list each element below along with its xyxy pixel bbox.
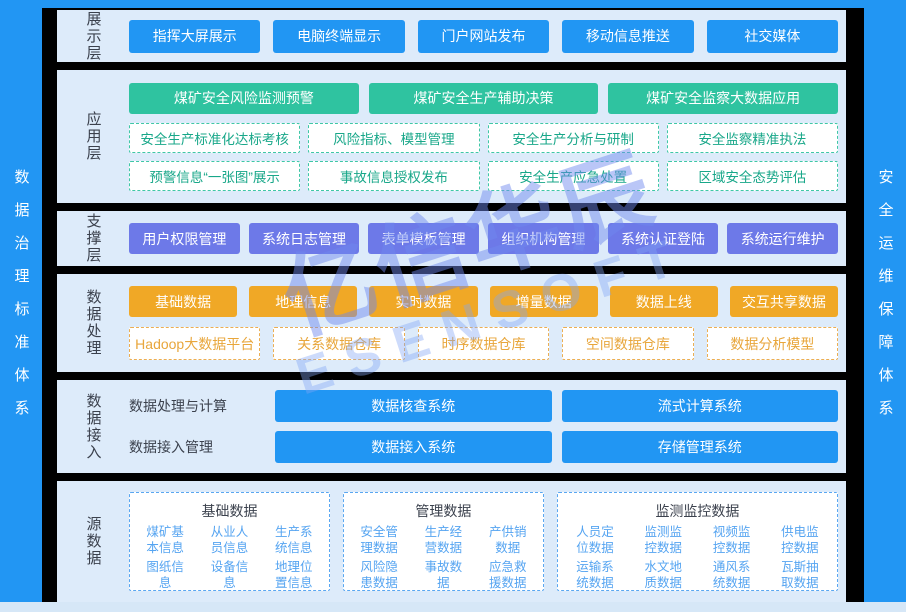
source-item-drawing-info: 图纸信息 [146, 559, 184, 590]
proc-module-timeseries-warehouse: 时序数据仓库 [417, 327, 550, 360]
source-layer-row: 源数据 基础数据 煤矿基本信息 从业人员信息 生产系统信息 图纸信息 设备信息 … [57, 481, 846, 602]
support-layer-row: 支撑层 用户权限管理 系统日志管理 表单模板管理 组织机构管理 系统认证登陆 系… [57, 211, 846, 266]
display-layer-label: 展示层 [84, 10, 102, 62]
display-btn-mobile-push[interactable]: 移动信息推送 [562, 19, 694, 53]
processing-layer-row: 数据处理 基础数据 地理信息 实时数据 增量数据 数据上线 交互共享数据 Had… [57, 274, 846, 372]
processing-layer-label: 数据处理 [84, 289, 102, 357]
source-item-equipment-info: 设备信息 [210, 559, 249, 590]
application-layer-row: 应用层 煤矿安全风险监测预警 煤矿安全生产辅助决策 煤矿安全监察大数据应用 安全… [57, 70, 846, 203]
access-btn-data-check-system[interactable]: 数据核查系统 [275, 390, 552, 422]
support-btn-system-log[interactable]: 系统日志管理 [248, 223, 360, 254]
support-btn-operation-maintain[interactable]: 系统运行维护 [727, 223, 839, 254]
left-sidebar-label: 数据治理标准体系 [12, 169, 30, 433]
proc-module-hadoop-platform: Hadoop大数据平台 [129, 327, 261, 360]
access-layer-row: 数据接入 数据处理与计算 数据核查系统 流式计算系统 数据接入管理 数据接入系统… [57, 380, 846, 473]
app-btn-supervision-bigdata[interactable]: 煤矿安全监察大数据应用 [608, 82, 839, 114]
display-layer-row: 展示层 指挥大屏展示 电脑终端显示 门户网站发布 移动信息推送 社交媒体 [57, 10, 846, 62]
support-btn-form-template[interactable]: 表单模板管理 [368, 223, 480, 254]
source-item-ventilation-system-data: 通风系统数据 [712, 559, 751, 590]
access-layer-label-wrap: 数据接入 [57, 380, 129, 473]
display-btn-command-screen[interactable]: 指挥大屏展示 [129, 19, 261, 53]
support-btn-organization[interactable]: 组织机构管理 [488, 223, 599, 254]
source-item-gas-extraction-data: 瓦斯抽取数据 [781, 559, 819, 590]
access-layer-label: 数据接入 [84, 392, 102, 461]
proc-module-spatial-warehouse: 空间数据仓库 [562, 327, 694, 360]
access-btn-data-ingest-system[interactable]: 数据接入系统 [275, 431, 552, 463]
source-item-transport-system-data: 运输系统数据 [576, 559, 614, 590]
application-layer-label: 应用层 [84, 111, 102, 162]
source-layer-label: 源数据 [84, 516, 102, 567]
proc-btn-data-online[interactable]: 数据上线 [609, 286, 718, 317]
source-group-management: 管理数据 安全管理数据 生产经营数据 产供销数据 风险隐患数据 事故数据 应急救… [342, 492, 544, 591]
bottom-frame-strip [0, 602, 906, 612]
app-module-regional-evaluation: 区域安全态势评估 [666, 160, 838, 191]
source-item-operation-data: 生产经营数据 [424, 525, 463, 556]
application-layer-label-wrap: 应用层 [57, 70, 129, 203]
app-module-standard-assessment: 安全生产标准化达标考核 [129, 122, 301, 153]
source-item-safety-mgmt-data: 安全管理数据 [360, 525, 398, 556]
source-item-employee-info: 从业人员信息 [210, 525, 249, 556]
source-item-power-monitoring-data: 供电监控数据 [781, 525, 819, 556]
proc-btn-shared-data[interactable]: 交互共享数据 [729, 286, 839, 317]
source-item-monitoring-data: 监测监控数据 [644, 525, 683, 556]
source-item-accident-data: 事故数据 [424, 559, 463, 590]
app-module-accident-release: 事故信息授权发布 [308, 160, 480, 191]
support-btn-auth-login[interactable]: 系统认证登陆 [607, 223, 719, 254]
display-layer-label-wrap: 展示层 [57, 10, 129, 62]
source-item-personnel-location-data: 人员定位数据 [576, 525, 614, 556]
app-module-precise-enforcement: 安全监察精准执法 [666, 122, 838, 153]
access-row-label-ingest: 数据接入管理 [129, 439, 213, 455]
source-group-basic-title: 基础数据 [201, 503, 258, 519]
source-item-geolocation-info: 地理位置信息 [275, 559, 313, 590]
source-group-monitoring-title: 监测监控数据 [655, 503, 740, 519]
proc-btn-realtime-data[interactable]: 实时数据 [369, 286, 478, 317]
right-sidebar: 安全运维保障体系 [864, 0, 906, 602]
app-btn-risk-monitor-warning[interactable]: 煤矿安全风险监测预警 [129, 82, 359, 114]
app-module-onemap-warning: 预警信息“一张图”展示 [129, 160, 301, 191]
source-item-hydrogeology-data: 水文地质数据 [644, 559, 683, 590]
access-btn-stream-compute-system[interactable]: 流式计算系统 [561, 390, 838, 422]
access-btn-storage-mgmt-system[interactable]: 存储管理系统 [561, 431, 838, 463]
app-module-risk-model-mgmt: 风险指标、模型管理 [308, 122, 480, 153]
top-frame-strip [0, 0, 906, 8]
source-group-management-title: 管理数据 [415, 503, 472, 519]
proc-btn-incremental-data[interactable]: 增量数据 [489, 286, 598, 317]
source-item-hazard-data: 风险隐患数据 [360, 559, 398, 590]
left-sidebar: 数据治理标准体系 [0, 0, 42, 602]
proc-btn-basic-data[interactable]: 基础数据 [129, 286, 238, 317]
display-btn-pc-terminal[interactable]: 电脑终端显示 [273, 19, 405, 53]
display-btn-portal-site[interactable]: 门户网站发布 [417, 19, 550, 53]
processing-layer-label-wrap: 数据处理 [57, 274, 129, 372]
proc-btn-geo-info[interactable]: 地理信息 [249, 286, 358, 317]
proc-module-relational-warehouse: 关系数据仓库 [273, 327, 405, 360]
proc-module-analysis-model: 数据分析模型 [706, 327, 839, 360]
app-btn-production-decision[interactable]: 煤矿安全生产辅助决策 [368, 82, 599, 114]
support-layer-label: 支撑层 [84, 213, 102, 264]
source-item-production-system-info: 生产系统信息 [275, 525, 313, 556]
source-item-video-surveillance-data: 视频监控数据 [712, 525, 751, 556]
app-module-analysis-research: 安全生产分析与研制 [487, 122, 659, 153]
app-module-emergency-response: 安全生产应急处置 [487, 160, 659, 191]
source-layer-label-wrap: 源数据 [57, 481, 129, 602]
source-group-basic: 基础数据 煤矿基本信息 从业人员信息 生产系统信息 图纸信息 设备信息 地理位置… [129, 492, 330, 591]
support-btn-user-permission[interactable]: 用户权限管理 [129, 223, 240, 254]
source-group-monitoring: 监测监控数据 人员定位数据 监测监控数据 视频监控数据 供电监控数据 运输系统数… [556, 492, 838, 591]
display-btn-social-media[interactable]: 社交媒体 [706, 19, 839, 53]
source-item-supply-sales-data: 产供销数据 [488, 525, 527, 556]
support-layer-label-wrap: 支撑层 [57, 211, 129, 266]
access-row-label-compute: 数据处理与计算 [129, 398, 227, 414]
source-item-mine-basic-info: 煤矿基本信息 [146, 525, 184, 556]
source-item-rescue-data: 应急救援数据 [488, 559, 527, 590]
right-sidebar-label: 安全运维保障体系 [876, 169, 894, 433]
